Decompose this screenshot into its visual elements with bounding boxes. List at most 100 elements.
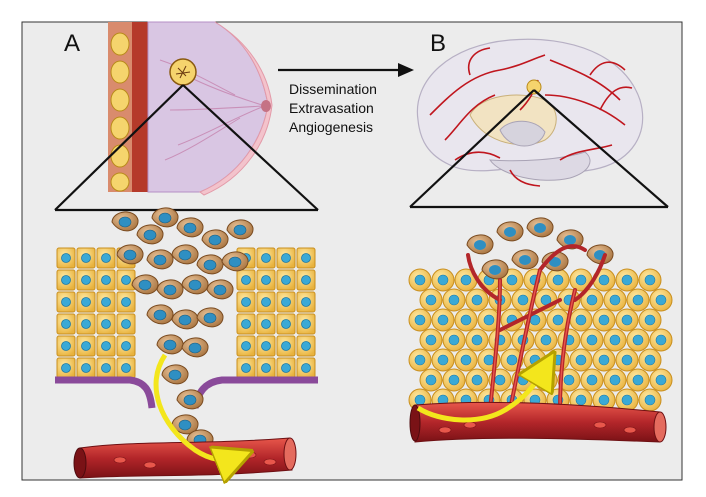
tumor-cell [592,348,616,372]
tumor-cell [111,211,139,232]
blood-vessel-b [409,401,667,443]
tumor-cell [615,348,639,372]
tumor-cell [465,288,489,312]
tumor-cell [649,288,673,312]
step-dissemination: Dissemination [289,81,377,97]
tumor-cell [649,328,673,352]
zoom-indicator-a [54,84,319,212]
tumor-cell [146,249,174,270]
epithelial-cell [56,247,76,269]
tumor-cell [171,309,199,330]
epithelial-cell [296,313,316,335]
epithelial-cell [256,357,276,379]
tumor-cell [557,368,581,392]
tumor-cell [151,207,179,228]
epithelial-cell [56,357,76,379]
tumor-cell [569,308,593,332]
invading-cell [526,217,554,238]
tumor-cell [442,288,466,312]
tumor-cell [431,268,455,292]
epithelial-cell [296,291,316,313]
tumor-cell [557,328,581,352]
tumor-cell [136,224,164,245]
tumor-cell [603,368,627,392]
tumor-cell [626,288,650,312]
invading-cell [496,221,524,242]
tumor-cell [569,268,593,292]
tumor-cell [181,337,209,358]
invading-cell [511,249,539,270]
epithelial-cell [56,291,76,313]
curved-arrow-icon [153,353,235,460]
epithelial-cell [296,269,316,291]
epithelial-cell [256,313,276,335]
tumor-cell [626,328,650,352]
tumor-cell [454,308,478,332]
tumor-cell [592,308,616,332]
epithelial-cell [296,247,316,269]
tumor-cell [615,388,639,412]
epithelial-cell [276,313,296,335]
tumor-cell [465,328,489,352]
tumor-cell [156,279,184,300]
epithelial-cell [116,269,136,291]
tumor-cell [201,229,229,250]
tumor-cell [196,254,224,275]
tumor-cell [196,307,224,328]
epithelial-cell [76,335,96,357]
tumor-cell [226,219,254,240]
tumor-cell [408,308,432,332]
tumor-cell [221,251,249,272]
epithelial-cell [56,269,76,291]
epithelial-cell [256,247,276,269]
tumor-cell [580,328,604,352]
tumor-cell [511,288,535,312]
tumor-cell [615,308,639,332]
epithelial-cell [296,357,316,379]
epithelial-cell [276,335,296,357]
tumor-cell [465,368,489,392]
epithelial-cell [96,247,116,269]
tumor-cell [488,328,512,352]
tumor-cell [649,368,673,392]
epithelial-cell [276,357,296,379]
tumor-cell [181,274,209,295]
epithelial-cell [236,357,256,379]
tumor-cell [156,334,184,355]
invasion-tissue [55,207,318,478]
panel-label-b: B [430,30,447,57]
epithelial-cell [96,269,116,291]
epithelial-cell [76,269,96,291]
epithelial-cell [56,313,76,335]
epithelial-cell [96,335,116,357]
epithelial-cell [76,247,96,269]
curved-arrow-icon [416,368,545,423]
epithelial-cell [236,291,256,313]
tumor-cell [638,388,662,412]
angiogenesis-tissue [408,217,673,443]
epithelial-cell [256,269,276,291]
epithelial-cell [276,269,296,291]
tumor-cell [638,348,662,372]
tumor-cell [161,364,189,385]
epithelial-cell [116,335,136,357]
tumor-cell [116,244,144,265]
epithelial-cell [116,313,136,335]
epithelial-cell [256,335,276,357]
tumor-cell [176,389,204,410]
tumor-cell [431,308,455,332]
step-angiogenesis: Angiogenesis [289,119,374,135]
brain-metastasis-icon [526,79,542,95]
brain-illustration [416,38,644,187]
tumor-cell [419,288,443,312]
epithelial-cell [256,291,276,313]
invading-cell [466,234,494,255]
tumor-cell [580,288,604,312]
tumor-cell [580,368,604,392]
tumor-cell [546,308,570,332]
tumor-cell [419,328,443,352]
tumor-cell [131,274,159,295]
epithelial-cell [96,313,116,335]
epithelial-cell [96,357,116,379]
